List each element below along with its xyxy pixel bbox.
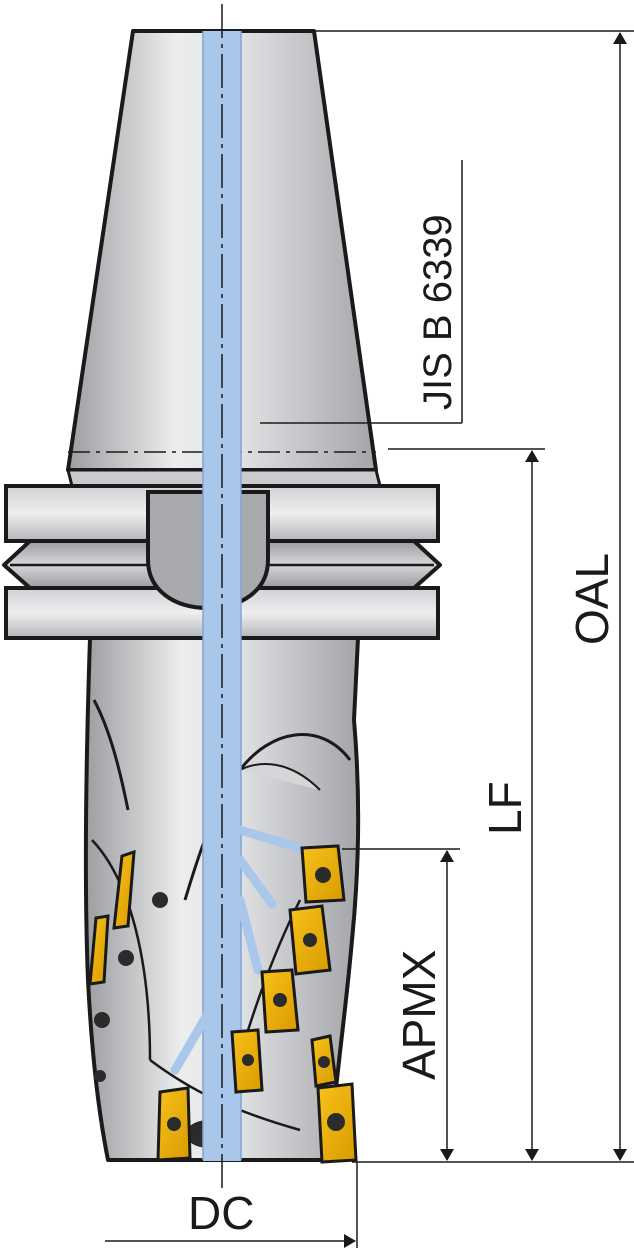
insert	[230, 1028, 264, 1094]
screw	[94, 1012, 110, 1028]
standard-label: JIS B 6339	[416, 214, 460, 410]
screw	[94, 1070, 106, 1082]
oal-label: OAL	[566, 553, 618, 645]
screw	[118, 950, 134, 966]
standard-reference: JIS B 6339	[260, 160, 463, 424]
insert	[288, 904, 332, 976]
lf-label: LF	[479, 781, 531, 835]
dimensions	[105, 30, 634, 1248]
insert	[300, 844, 346, 904]
insert	[310, 1034, 338, 1088]
apmx-label: APMX	[393, 950, 445, 1080]
insert	[260, 968, 300, 1034]
inserts	[88, 844, 358, 1164]
screw	[152, 892, 168, 908]
insert	[112, 849, 136, 930]
insert	[156, 1086, 192, 1162]
insert	[88, 914, 110, 986]
insert	[316, 1082, 358, 1164]
dc-label: DC	[188, 1187, 254, 1239]
